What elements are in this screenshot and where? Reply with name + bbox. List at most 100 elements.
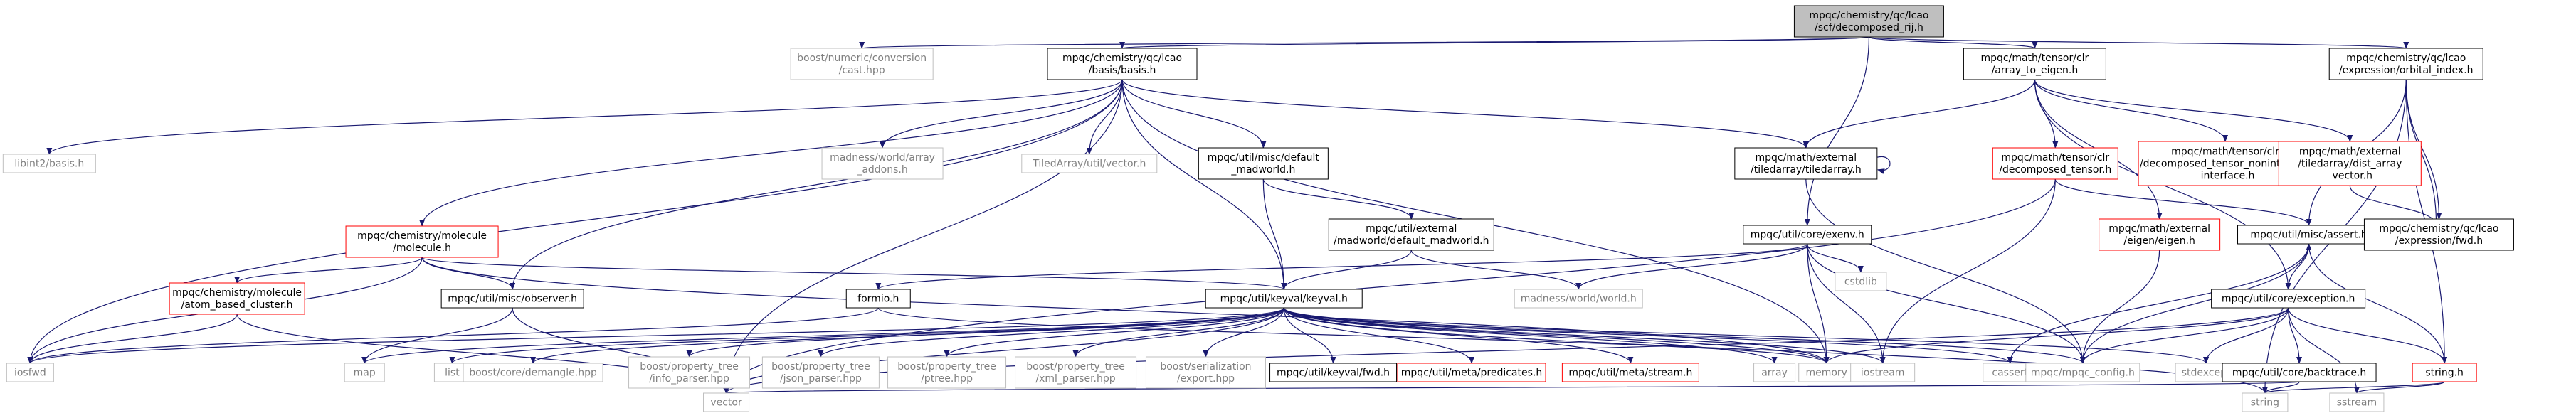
node-label-eigen_h: mpqc/math/external [2108, 223, 2210, 235]
edge-array_to_eigen-to-tiledarray_h [1802, 79, 2036, 149]
node-default_madworld_ext[interactable]: mpqc/util/external/madworld/default_madw… [1328, 218, 1494, 251]
node-label-exception_h: mpqc/util/core/exception.h [2222, 294, 2355, 305]
edge-orbital_index-to-expression_fwd [2405, 79, 2442, 220]
node-label-basis_h: /basis/basis.h [1089, 65, 1156, 76]
node-box-boost_demangle [463, 363, 603, 382]
node-madness_world: madness/world/world.h [1514, 289, 1643, 309]
node-serialization_export: boost/serialization/export.hpp [1145, 356, 1266, 389]
edge-keyval_h-to-iosfwd [27, 307, 1284, 364]
node-string_h[interactable]: string.h [2412, 363, 2477, 382]
node-assert_h[interactable]: mpqc/util/misc/assert.h [2237, 225, 2381, 245]
node-label-mpqc_config: mpqc/mpqc_config.h [2031, 368, 2135, 379]
edge-keyval_h-to-xml_parser [1072, 307, 1284, 358]
node-label-observer_h: mpqc/util/misc/observer.h [448, 294, 577, 305]
node-keyval_fwd[interactable]: mpqc/util/keyval/fwd.h [1269, 363, 1398, 382]
node-formio_h[interactable]: formio.h [845, 289, 911, 309]
node-box-boost_numeric_cast [790, 48, 934, 80]
node-decomposed_tensor[interactable]: mpqc/math/tensor/clr/decomposed_tensor.h [1992, 147, 2118, 180]
node-sstream: sstream [2329, 392, 2385, 412]
edge-keyval_h-to-mpqc_config [1283, 307, 2086, 364]
node-box-root [1793, 5, 1944, 38]
edge-eigen_h-to-mpqc_config [2079, 250, 2160, 364]
edge-root-to-exenv [1804, 36, 1870, 226]
node-xml_parser: boost/property_tree/xml_parser.hpp [1015, 356, 1137, 389]
node-label-serialization_export: boost/serialization [1160, 361, 1251, 373]
node-madness_array_addons: madness/world/array_addons.h [821, 147, 944, 180]
node-label-boost_numeric_cast: /cast.hpp [839, 65, 885, 76]
node-dist_array_vector[interactable]: mpqc/math/external/tiledarray/dist_array… [2278, 141, 2422, 186]
node-box-basis_h [1047, 48, 1198, 80]
node-label-keyval_fwd: mpqc/util/keyval/fwd.h [1277, 368, 1390, 379]
node-box-iostream [1850, 363, 1916, 382]
edge-tiledarray_h-to-tiledarray_h [1876, 156, 1891, 174]
node-label-expression_fwd: /expression/fwd.h [2395, 235, 2483, 247]
node-label-xml_parser: /xml_parser.hpp [1035, 373, 1115, 385]
node-box-predicates_h [1397, 363, 1546, 382]
edge-string_h-to-assert_h [2306, 243, 2445, 364]
node-label-decomposed_nonintrusive: mpqc/math/tensor/clr [2171, 146, 2279, 158]
edge-assert_h-to-cassert [2007, 243, 2310, 364]
node-box-map [344, 363, 385, 382]
edge-keyval_h-to-cassert [1283, 307, 2013, 364]
node-default_madworld[interactable]: mpqc/util/misc/default_madworld.h [1198, 147, 1329, 180]
node-label-cassert: cassert [1992, 368, 2028, 379]
node-exenv[interactable]: mpqc/util/core/exenv.h [1743, 225, 1872, 245]
node-label-array: array [1761, 368, 1788, 379]
node-label-basis_h: mpqc/chemistry/qc/lcao [1062, 53, 1182, 64]
node-box-orbital_index [2328, 48, 2483, 80]
edge-exenv-to-formio_h [875, 243, 1808, 290]
edge-default_madworld-to-keyval_h [1262, 178, 1287, 290]
node-orbital_index[interactable]: mpqc/chemistry/qc/lcao/expression/orbita… [2328, 48, 2483, 80]
edge-keyval_h-to-ptree [944, 307, 1284, 358]
node-label-sstream: sstream [2337, 397, 2377, 409]
edge-observer_h-to-map [361, 307, 513, 364]
node-iosfwd: iosfwd [6, 363, 54, 382]
node-label-dist_array_vector: /tiledarray/dist_array [2298, 159, 2402, 170]
node-box-mpqc_config [2025, 363, 2140, 382]
node-iostream: iostream [1850, 363, 1916, 382]
node-label-stream_h: mpqc/util/meta/stream.h [1568, 368, 1692, 379]
node-keyval_h[interactable]: mpqc/util/keyval/keyval.h [1205, 289, 1363, 309]
node-box-string_h [2412, 363, 2477, 382]
node-boost_numeric_cast: boost/numeric/conversion/cast.hpp [790, 48, 934, 80]
node-tiledarray_h[interactable]: mpqc/math/external/tiledarray/tiledarray… [1734, 147, 1878, 180]
node-box-tiledarray_h [1734, 147, 1878, 180]
edge-string_h-to-sstream [2354, 381, 2445, 394]
node-predicates_h[interactable]: mpqc/util/meta/predicates.h [1397, 363, 1546, 382]
edge-decomposed_tensor-to-iostream [1879, 178, 2056, 364]
node-box-iosfwd [6, 363, 54, 382]
node-molecule_h[interactable]: mpqc/chemistry/molecule/molecule.h [345, 225, 499, 258]
node-array_to_eigen[interactable]: mpqc/math/tensor/clr/array_to_eigen.h [1963, 48, 2106, 80]
node-observer_h[interactable]: mpqc/util/misc/observer.h [440, 289, 584, 309]
node-label-molecule_h: /molecule.h [393, 242, 451, 254]
node-stream_h[interactable]: mpqc/util/meta/stream.h [1561, 363, 1699, 382]
node-label-orbital_index: /expression/orbital_index.h [2339, 65, 2474, 76]
node-atom_based_cluster[interactable]: mpqc/chemistry/molecule/atom_based_clust… [169, 282, 305, 315]
node-eigen_h[interactable]: mpqc/math/external/eigen/eigen.h [2099, 218, 2221, 251]
edge-root-to-basis_h [1120, 36, 1870, 49]
edge-backtrace_h-to-vector [725, 381, 2300, 394]
node-expression_fwd[interactable]: mpqc/chemistry/qc/lcao/expression/fwd.h [2363, 218, 2514, 251]
node-basis_h[interactable]: mpqc/chemistry/qc/lcao/basis/basis.h [1047, 48, 1198, 80]
node-box-keyval_h [1205, 289, 1363, 309]
node-backtrace_h[interactable]: mpqc/util/core/backtrace.h [2222, 363, 2377, 382]
edge-keyval_h-to-info_parser [686, 307, 1284, 358]
edge-basis_h-to-iosfwd [27, 79, 1123, 364]
edge-array_to_eigen-to-dist_array_vector [2034, 79, 2353, 142]
edge-molecule_h-to-atom_based_cluster [234, 257, 423, 284]
node-label-boost_demangle: boost/core/demangle.hpp [469, 368, 597, 379]
node-label-string: string [2251, 397, 2279, 409]
node-label-string_h: string.h [2425, 368, 2464, 379]
node-label-keyval_h: mpqc/util/keyval/keyval.h [1220, 294, 1348, 305]
node-box-serialization_export [1145, 356, 1266, 389]
edge-exception_h-to-mpqc_config [2079, 307, 2289, 364]
node-box-keyval_fwd [1269, 363, 1398, 382]
edge-exception_h-to-stdexcept [2203, 307, 2289, 364]
node-label-memory: memory [1805, 368, 1847, 379]
node-exception_h[interactable]: mpqc/util/core/exception.h [2211, 289, 2366, 309]
node-cstdlib: cstdlib [1835, 272, 1887, 291]
edge-exception_h-to-memory [1823, 307, 2289, 364]
node-label-backtrace_h: mpqc/util/core/backtrace.h [2232, 368, 2366, 379]
